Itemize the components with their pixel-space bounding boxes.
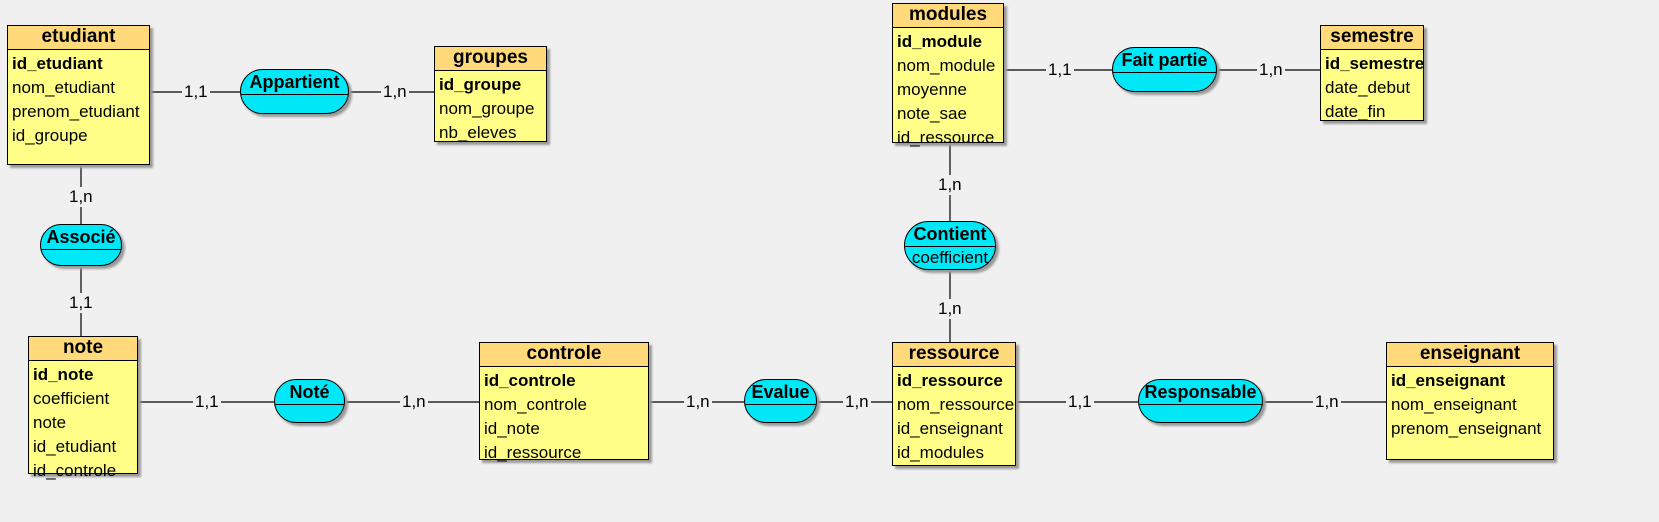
relation-fait-partie[interactable]: Fait partie — [1112, 47, 1217, 92]
entity-attribute: note_sae — [897, 104, 967, 123]
cardinality-label: 1,n — [400, 392, 428, 412]
entity-title: note — [29, 337, 137, 361]
entity-attribute: id_enseignant — [1391, 371, 1506, 390]
relation-divider — [41, 249, 121, 250]
cardinality-label: 1,1 — [182, 82, 210, 102]
cardinality-label: 1,n — [843, 392, 871, 412]
cardinality-label: 1,n — [1257, 60, 1285, 80]
cardinality-label: 1,1 — [193, 392, 221, 412]
relation-title: Associé — [46, 227, 116, 247]
entity-attribute: id_ressource — [897, 128, 995, 147]
entity-attribute: coefficient — [33, 389, 110, 408]
relation-title: Fait partie — [1121, 50, 1208, 70]
entity-note[interactable]: note id_note coefficient note id_etudian… — [28, 336, 138, 480]
entity-attribute: id_groupe — [12, 126, 88, 145]
entity-attribute: id_enseignant — [897, 419, 1003, 438]
entity-title: enseignant — [1387, 343, 1553, 367]
entity-attribute: id_controle — [33, 461, 117, 480]
entity-title: groupes — [435, 47, 546, 71]
entity-attribute: prenom_etudiant — [12, 102, 140, 121]
entity-attribute: id_ressource — [897, 371, 1003, 390]
entity-groupes[interactable]: groupes id_groupe nom_groupe nb_eleves — [434, 46, 547, 142]
relation-associe[interactable]: Associé — [40, 224, 122, 266]
entity-attribute: nom_ressource — [897, 395, 1015, 414]
relation-responsable[interactable]: Responsable — [1138, 379, 1263, 423]
entity-attribute: date_fin — [1325, 102, 1386, 121]
entity-attribute: id_ressource — [484, 443, 582, 462]
relation-divider — [1139, 404, 1262, 405]
relation-attribute: coefficient — [911, 248, 989, 267]
relation-title: Noté — [289, 382, 330, 402]
entity-attribute: id_controle — [484, 371, 576, 390]
relation-divider — [1113, 72, 1216, 73]
relation-title: Responsable — [1144, 382, 1257, 402]
cardinality-label: 1,n — [936, 299, 964, 319]
entity-title: modules — [893, 4, 1003, 28]
relation-title: Contient — [913, 224, 987, 244]
entity-attribute: nom_enseignant — [1391, 395, 1517, 414]
entity-attribute: date_debut — [1325, 78, 1411, 97]
entity-attribute: nb_eleves — [439, 123, 517, 142]
entity-attribute: nom_groupe — [439, 99, 535, 118]
entity-attribute: nom_controle — [484, 395, 588, 414]
entity-attribute: id_etudiant — [12, 54, 103, 73]
entity-controle[interactable]: controle id_controle nom_controle id_not… — [479, 342, 649, 462]
relation-evalue[interactable]: Evalue — [744, 379, 817, 423]
entity-attribute: id_note — [484, 419, 540, 438]
entity-attribute: id_groupe — [439, 75, 522, 94]
entity-attribute: nom_module — [897, 56, 996, 75]
relation-title: Appartient — [249, 72, 340, 92]
cardinality-label: 1,1 — [67, 293, 95, 313]
relation-divider — [745, 404, 816, 405]
cardinality-label: 1,n — [381, 82, 409, 102]
relation-contient[interactable]: Contient coefficient — [904, 221, 996, 270]
entity-attribute: nom_etudiant — [12, 78, 116, 97]
relation-title: Evalue — [751, 382, 810, 402]
entity-attribute: id_etudiant — [33, 437, 117, 456]
entity-attribute: id_modules — [897, 443, 984, 462]
entity-ressource[interactable]: ressource id_ressource nom_ressource id_… — [892, 342, 1016, 466]
entity-title: ressource — [893, 343, 1015, 367]
cardinality-label: 1,1 — [1046, 60, 1074, 80]
relation-divider — [241, 94, 348, 95]
entity-attribute: id_note — [33, 365, 94, 384]
cardinality-label: 1,n — [936, 175, 964, 195]
relation-divider — [905, 246, 995, 247]
entity-enseignant[interactable]: enseignant id_enseignant nom_enseignant … — [1386, 342, 1554, 460]
cardinality-label: 1,n — [67, 187, 95, 207]
entity-attribute: id_module — [897, 32, 983, 51]
entity-title: semestre — [1321, 26, 1423, 50]
relation-divider — [275, 404, 344, 405]
relation-note[interactable]: Noté — [274, 379, 345, 423]
relation-appartient[interactable]: Appartient — [240, 69, 349, 114]
cardinality-label: 1,n — [1313, 392, 1341, 412]
cardinality-label: 1,1 — [1066, 392, 1094, 412]
entity-semestre[interactable]: semestre id_semestre date_debut date_fin — [1320, 25, 1424, 121]
entity-attribute: id_semestre — [1325, 54, 1425, 73]
entity-attribute: prenom_enseignant — [1391, 419, 1542, 438]
entity-attribute: moyenne — [897, 80, 967, 99]
entity-title: etudiant — [8, 26, 149, 50]
cardinality-label: 1,n — [684, 392, 712, 412]
entity-modules[interactable]: modules id_module nom_module moyenne not… — [892, 3, 1004, 147]
entity-title: controle — [480, 343, 648, 367]
entity-attribute: note — [33, 413, 67, 432]
entity-etudiant[interactable]: etudiant id_etudiant nom_etudiant prenom… — [7, 25, 150, 165]
